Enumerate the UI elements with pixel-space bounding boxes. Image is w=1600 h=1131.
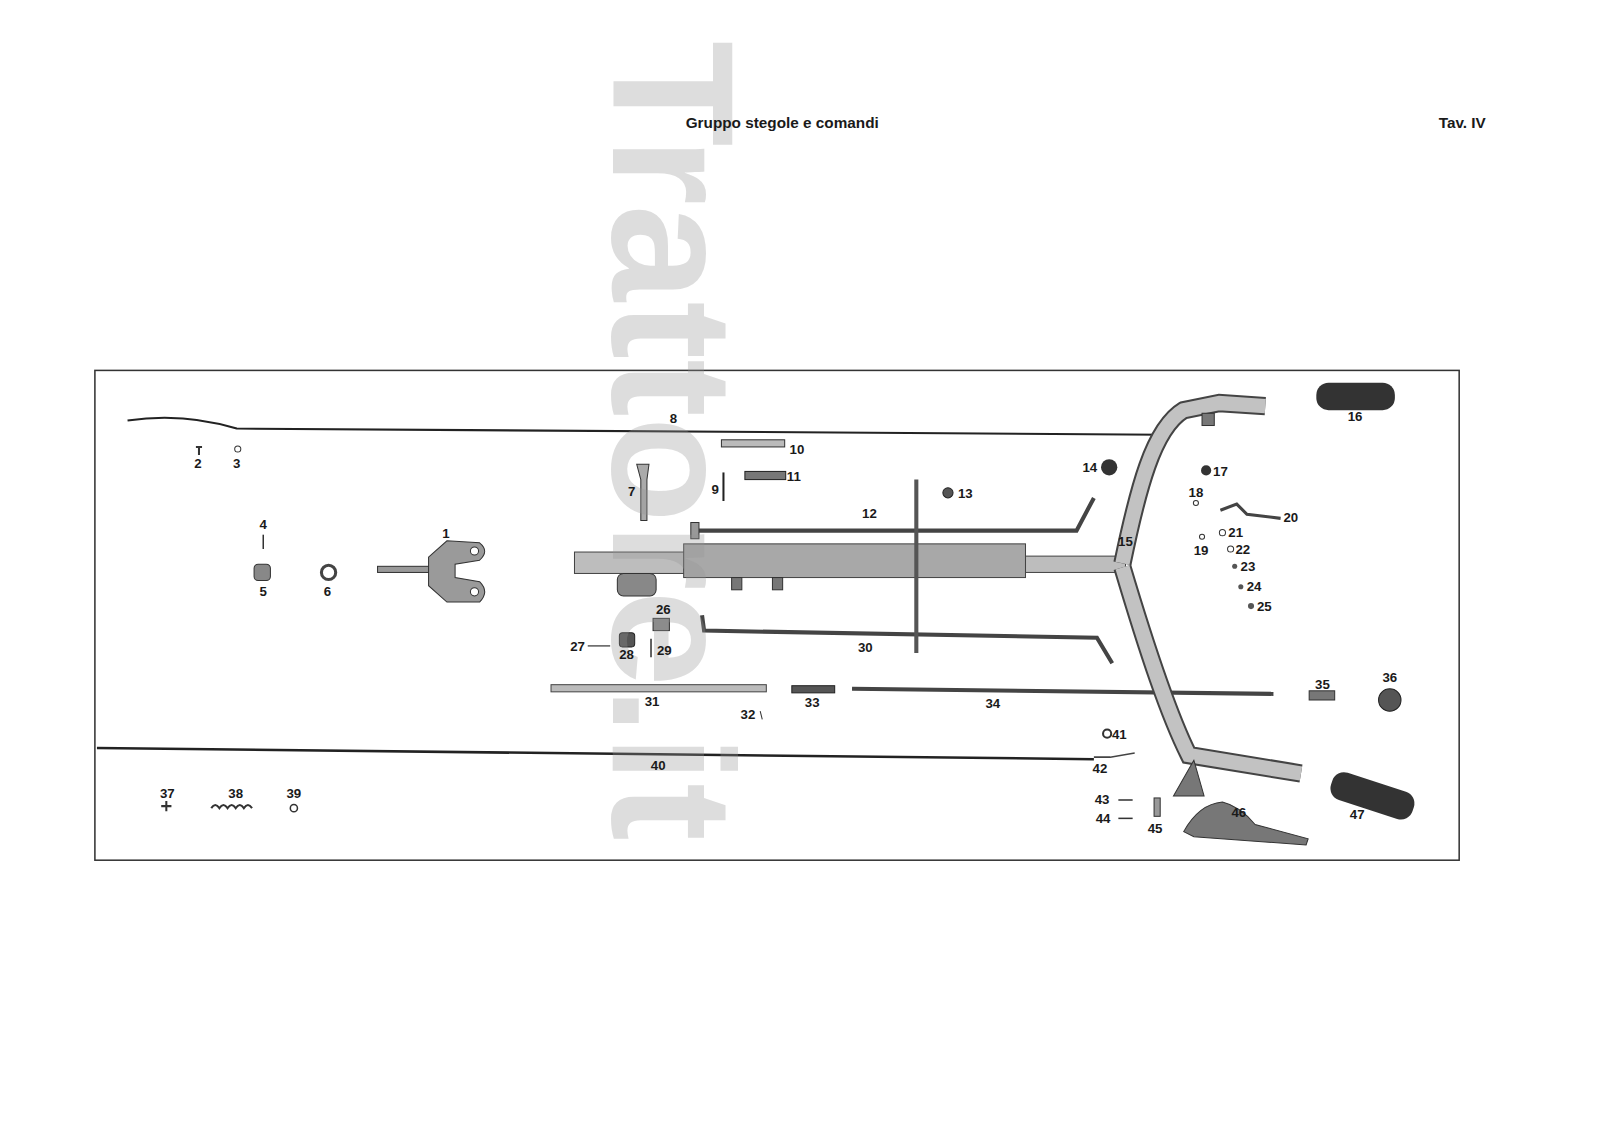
callout-number: 29	[657, 643, 672, 656]
callout-number: 34	[985, 696, 1000, 709]
tube	[1026, 556, 1126, 572]
washer	[321, 565, 335, 579]
knob	[1379, 689, 1401, 711]
frame	[95, 370, 1459, 860]
callout-number: 14	[1082, 461, 1097, 474]
rod	[702, 615, 1112, 663]
watermark: Trattore.it	[587, 41, 760, 841]
callout-number: 9	[712, 483, 719, 496]
callout-number: 22	[1235, 542, 1250, 555]
callout-number: 2	[194, 457, 201, 470]
spring	[211, 805, 252, 808]
callout-number: 32	[741, 708, 756, 721]
callout-number: 40	[651, 759, 666, 772]
callout-number: 6	[324, 585, 331, 598]
callout-number: 42	[1093, 762, 1108, 775]
callout-number: 20	[1283, 511, 1298, 524]
callout-number: 25	[1257, 599, 1272, 612]
lever	[1184, 802, 1308, 845]
callout-number: 4	[260, 518, 267, 531]
callout-number: 41	[1112, 728, 1127, 741]
pin	[262, 535, 264, 549]
callout-number: 1	[442, 527, 449, 540]
callout-number: 8	[670, 412, 677, 425]
callout-number: 26	[656, 603, 671, 616]
callout-number: 11	[787, 470, 801, 483]
callout-number: 28	[619, 647, 634, 660]
grip	[1316, 383, 1395, 411]
screw	[196, 447, 202, 455]
callout-number: 23	[1241, 560, 1256, 573]
rod	[914, 480, 918, 653]
callout-number: 33	[805, 695, 820, 708]
callout-number: 15	[1118, 535, 1133, 548]
grip	[1327, 769, 1417, 823]
callout-number: 24	[1247, 580, 1262, 593]
yoke	[429, 541, 485, 602]
plate-number: Tav. IV	[1439, 114, 1486, 129]
spring	[792, 686, 835, 693]
callout-number: 17	[1213, 465, 1228, 478]
callout-number: 13	[958, 487, 973, 500]
callout-number: 46	[1231, 806, 1246, 819]
callout-number: 30	[858, 640, 873, 653]
callout-number: 43	[1095, 792, 1110, 805]
callout-number: 37	[160, 787, 175, 800]
callout-number: 7	[628, 485, 635, 498]
callout-number: 5	[260, 585, 267, 598]
callout-number: 21	[1228, 526, 1243, 539]
callout-number: 27	[570, 639, 585, 652]
callout-number: 45	[1148, 822, 1163, 835]
washer	[235, 446, 241, 452]
rod	[852, 689, 1273, 694]
callout-number: 44	[1096, 812, 1111, 825]
knob	[1101, 459, 1117, 475]
callout-number: 38	[228, 787, 243, 800]
callout-number: 3	[233, 457, 240, 470]
cable-end	[1094, 753, 1135, 757]
shaft	[378, 566, 431, 572]
callout-number: 18	[1189, 486, 1204, 499]
callout-number: 47	[1350, 808, 1365, 821]
nut	[943, 488, 953, 498]
callout-number: 12	[862, 507, 877, 520]
callout-number: 19	[1194, 543, 1209, 556]
nut	[254, 564, 270, 580]
callout-number: 39	[286, 787, 301, 800]
callout-number: 35	[1315, 678, 1330, 691]
callout-number: 10	[790, 442, 805, 455]
callout-number: 36	[1382, 671, 1397, 684]
callout-number: 31	[645, 694, 660, 707]
page-title: Gruppo stegole e comandi	[686, 114, 879, 129]
callout-number: 16	[1348, 410, 1363, 423]
